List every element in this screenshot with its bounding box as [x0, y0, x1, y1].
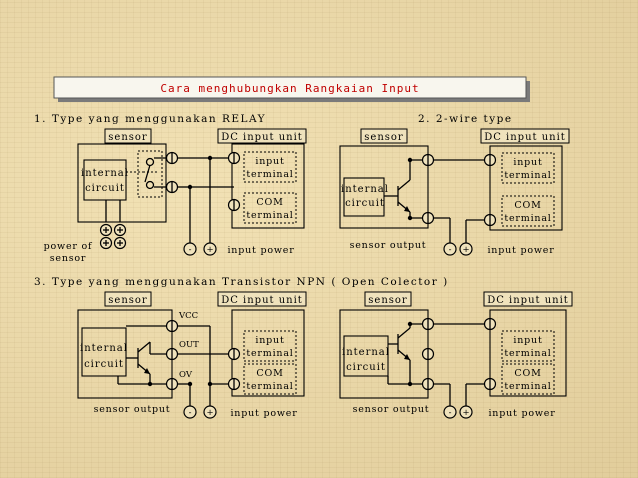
relay-contact-top [145, 157, 155, 167]
circuit-label: circuit [85, 183, 125, 194]
input-terminal-box [243, 151, 297, 183]
vcc-label: VCC [178, 311, 198, 321]
title-banner: Cara menghubungkan Rangkaian Input [53, 76, 530, 102]
com-terminal-box-3 [243, 363, 297, 395]
relay-dashed-box [137, 150, 163, 198]
relay-contact-bottom [145, 180, 155, 190]
svg-text:+: + [462, 245, 469, 255]
svg-text:+: + [206, 408, 213, 418]
internal-circuit-box [83, 159, 127, 201]
input-power-label-2: input power [487, 245, 554, 256]
relay-heading: 1. Type yang menggunakan RELAY [34, 113, 266, 125]
input-terminal-label: input [255, 156, 284, 167]
input-terminal-box-2 [501, 152, 555, 184]
power-of-label: power of [44, 241, 93, 252]
minus-terminal-3 [183, 405, 197, 419]
dc-input-unit-label-box [217, 128, 307, 144]
sensor-label-box-4 [364, 291, 412, 307]
input-terminal-box-3 [243, 330, 297, 362]
sensor-label: sensor [108, 132, 147, 143]
svg-text:-: - [189, 245, 192, 255]
sensor-output-label: sensor output [350, 240, 427, 251]
com-terminal-label-3: COM [514, 200, 541, 211]
internal-label: internal [81, 168, 129, 179]
input-power-label: input power [227, 245, 294, 256]
svg-text:+: + [206, 245, 213, 255]
sensor-output-label-2: sensor output [94, 404, 171, 415]
input-terminal-label-4: terminal [504, 170, 551, 181]
dc-input-unit-label-box-2 [480, 128, 570, 144]
sensor-label-3: sensor [108, 295, 147, 306]
sensor-label-box-2 [360, 128, 408, 144]
sensor-label-box [104, 128, 152, 144]
circuit-label-4: circuit [346, 362, 386, 373]
com-terminal-label-5: COM [256, 368, 283, 379]
internal-label-4: internal [342, 347, 390, 358]
input-terminal-label-8: terminal [504, 348, 551, 359]
two-wire-heading: 2. 2-wire type [418, 113, 513, 125]
com-terminal-box [243, 192, 297, 224]
dc-input-unit-box-2 [489, 145, 563, 231]
com-terminal-label-6: terminal [246, 381, 293, 392]
sensor-label-2: sensor [364, 132, 403, 143]
plus-terminal-2 [459, 242, 473, 256]
minus-terminal-2 [443, 242, 457, 256]
sensor-label-box-3 [104, 291, 152, 307]
input-terminal-label-7: input [513, 335, 542, 346]
dc-input-unit-box-4 [489, 309, 567, 397]
input-terminal-label-3: input [513, 157, 542, 168]
internal-circuit-box-2 [343, 177, 385, 217]
sensor-box [77, 143, 167, 223]
circuit-label-3: circuit [84, 359, 124, 370]
minus-terminal [183, 242, 197, 256]
dc-input-unit-label-box-4 [483, 291, 573, 307]
npn-heading: 3. Type yang menggunakan Transistor NPN … [34, 276, 449, 288]
input-terminal-label-2: terminal [246, 169, 293, 180]
out-label: OUT [179, 340, 199, 350]
internal-label-2: internal [341, 184, 389, 195]
internal-circuit-box-3 [81, 327, 127, 377]
relay-section: 1. Type yang menggunakan RELAY sensor DC… [34, 113, 307, 264]
page-title: Cara menghubungkan Rangkaian Input [160, 82, 419, 95]
svg-text:+: + [462, 408, 469, 418]
plus-terminal-4 [459, 405, 473, 419]
sensor-box-2 [339, 145, 429, 229]
svg-text:-: - [449, 408, 452, 418]
com-terminal-label: COM [256, 197, 283, 208]
dc-input-unit-label-3: DC input unit [221, 295, 303, 306]
input-terminal-label-5: input [255, 335, 284, 346]
dc-input-unit-box [231, 143, 305, 229]
npn-left-diagram: sensor DC input unit internal circuit VC… [77, 291, 307, 419]
two-wire-section: 2. 2-wire type sensor DC input unit inte… [339, 113, 570, 256]
input-terminal-box-4 [501, 330, 555, 362]
dc-input-unit-label-4: DC input unit [487, 295, 569, 306]
internal-label-3: internal [80, 343, 128, 354]
input-terminal-label-6: terminal [246, 348, 293, 359]
sensor-power-label: sensor [50, 253, 87, 264]
com-terminal-label-2: terminal [246, 210, 293, 221]
svg-text:-: - [189, 408, 192, 418]
internal-circuit-box-4 [343, 335, 389, 377]
svg-text:-: - [449, 245, 452, 255]
plus-terminal-3 [203, 405, 217, 419]
input-power-label-4: input power [488, 408, 555, 419]
minus-terminal-4 [443, 405, 457, 419]
com-terminal-label-4: terminal [504, 213, 551, 224]
dc-input-unit-label-2: DC input unit [484, 132, 566, 143]
sensor-output-label-3: sensor output [353, 404, 430, 415]
com-terminal-box-4 [501, 363, 555, 395]
npn-right-diagram: sensor DC input unit internal circuit [339, 291, 573, 419]
com-terminal-label-7: COM [514, 368, 541, 379]
input-power-label-3: input power [230, 408, 297, 419]
dc-input-unit-label-box-3 [217, 291, 307, 307]
dc-input-unit-label: DC input unit [221, 132, 303, 143]
com-terminal-box-2 [501, 195, 555, 227]
circuit-label-2: circuit [345, 198, 385, 209]
plus-terminal [203, 242, 217, 256]
com-terminal-label-8: terminal [504, 381, 551, 392]
ov-label: OV [179, 370, 193, 380]
sensor-label-4: sensor [368, 295, 407, 306]
